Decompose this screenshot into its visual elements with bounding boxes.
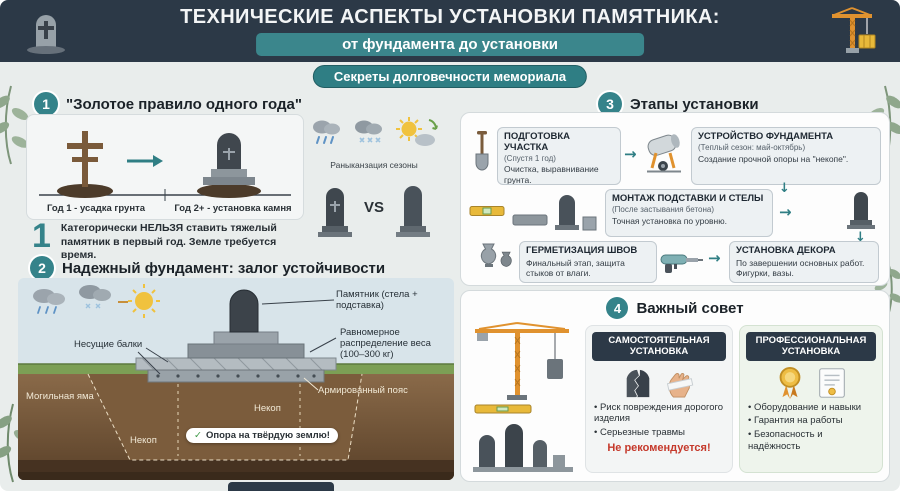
solid-ground-text: Опора на твёрдую землю!	[205, 430, 330, 441]
diy-risk-item: Риск повреждения дорогого изделия	[594, 402, 726, 425]
section1-title: "Золотое правило одного года"	[66, 95, 302, 113]
bearing-beams-label: Несущие балки	[74, 339, 143, 350]
crane-scene-icon	[473, 322, 573, 472]
bottom-stone-decoration	[228, 482, 334, 491]
year1-year2-scene	[39, 131, 291, 201]
broken-stone-icon	[626, 369, 650, 397]
page-subtitle: от фундамента до установки	[256, 33, 644, 56]
installed-monument-icon	[847, 192, 875, 229]
section4-number: 4	[606, 297, 629, 319]
arrow-step3-monument-icon: →	[779, 203, 792, 221]
step2-subtitle: (Теплый сезон: май-октябрь)	[698, 142, 806, 152]
step5-title: УСТАНОВКА ДЕКОРА	[736, 245, 836, 256]
reinforced-belt-label: Армированный пояс	[318, 385, 408, 396]
important-advice-panel: 4 Важный совет САМОСТОЯТЕЛЬНАЯ УСТАНОВКА	[460, 290, 890, 482]
section4-header: 4 Важный совет	[461, 297, 889, 319]
section1-number: 1	[34, 92, 58, 116]
section4-title: Важный совет	[636, 299, 744, 317]
step5-text: По завершении основных работ. Фигурки, в…	[736, 257, 865, 279]
step2-title: УСТРОЙСТВО ФУНДАМЕНТА	[698, 131, 834, 142]
note-number: 1	[32, 217, 51, 255]
step-site-preparation: ПОДГОТОВКА УЧАСТКА (Спустя 1 год) Очистк…	[497, 127, 621, 185]
diy-risk-item: Серьезные травмы	[594, 427, 726, 439]
tagline-badge: Секреты долговечности мемориала	[312, 65, 588, 88]
nekop-bottom-label: Некоп	[130, 435, 157, 446]
weight-distribution-label: Равномерное распределение веса (100–300 …	[340, 327, 431, 360]
section1-note: 1 Категорически НЕЛЬЗЯ ставить тяжелый п…	[32, 217, 304, 263]
pro-benefit-item: Безопасность и надёжность	[748, 429, 876, 452]
installation-steps-flowchart: ПОДГОТОВКА УЧАСТКА (Спустя 1 год) Очистк…	[460, 112, 890, 286]
diy-column: САМОСТОЯТЕЛЬНАЯ УСТАНОВКА Риск поврежден…	[585, 325, 733, 473]
medal-icon	[779, 366, 801, 399]
monument-left-icon	[317, 188, 352, 237]
step3-subtitle: (После застывания бетона)	[612, 204, 715, 214]
crane-icon	[832, 7, 876, 53]
pro-benefit-item: Гарантия на работы	[748, 415, 876, 427]
arrow-step1-step2-icon: →	[624, 145, 637, 163]
monument-vs-comparison: VS	[304, 174, 444, 240]
step3-text: Точная установка по уровню.	[612, 215, 727, 226]
step-mounting: МОНТАЖ ПОДСТАВКИ И СТЕЛЫ (После застыван…	[605, 189, 773, 237]
header: ТЕХНИЧЕСКИЕ АСПЕКТЫ УСТАНОВКИ ПАМЯТНИКА:…	[0, 0, 900, 62]
vs-label: VS	[363, 198, 384, 216]
leaf-decoration-left-top	[0, 85, 28, 165]
year1-label: Год 1 - усадка грунта	[46, 203, 145, 214]
section2-number: 2	[30, 256, 54, 280]
vases-icon	[480, 243, 512, 267]
step2-text: Создание прочной опоры на "некопе".	[698, 153, 849, 164]
nekop-mid-label: Некоп	[254, 403, 281, 414]
spirit-level-icon	[469, 206, 505, 216]
sealant-gun-icon	[660, 254, 703, 273]
note-text: Категорически НЕЛЬЗЯ ставить тяжелый пам…	[60, 222, 277, 262]
pro-benefits-list: Оборудование и навыки Гарантия на работы…	[746, 402, 876, 452]
step1-subtitle: (Спустя 1 год)	[504, 153, 556, 163]
arrow-seal-decor-icon: →	[708, 249, 721, 267]
sun-season-cycle-icon	[396, 117, 438, 146]
foundation-cross-section: Памятник (стела + подставка) Равномерное…	[18, 278, 454, 480]
section1-illustration: Год 1 - усадка грунта Год 2+ - установка…	[26, 114, 304, 220]
section1-header: 1 "Золотое правило одного года"	[34, 92, 302, 116]
step-sealing: ГЕРМЕТИЗАЦИЯ ШВОВ Финальный этап, защита…	[519, 241, 657, 283]
pro-title: ПРОФЕССИОНАЛЬНАЯ УСТАНОВКА	[746, 332, 876, 361]
shovel-icon	[475, 131, 489, 171]
concrete-mixer-icon	[647, 134, 681, 173]
monument-right-icon	[396, 186, 430, 237]
seasons-icons	[306, 116, 442, 148]
certificate-icon	[819, 368, 845, 398]
injured-hand-icon	[666, 372, 694, 398]
pro-icons	[746, 366, 876, 400]
cloud-rain-icon	[313, 120, 340, 144]
seasons-caption: Раныканзация сезоны	[330, 160, 418, 170]
step-decor: УСТАНОВКА ДЕКОРА По завершении основных …	[729, 241, 879, 283]
section2-title: Надежный фундамент: залог устойчивости	[62, 259, 386, 277]
grave-pit-label: Могильная яма	[26, 391, 94, 402]
pro-column: ПРОФЕССИОНАЛЬНАЯ УСТАНОВКА Оборудова	[739, 325, 883, 473]
step4-title: ГЕРМЕТИЗАЦИЯ ШВОВ	[526, 245, 638, 256]
page-title: ТЕХНИЧЕСКИЕ АСПЕКТЫ УСТАНОВКИ ПАМЯТНИКА:	[180, 6, 720, 28]
step4-text: Финальный этап, защита стыков от влаги.	[526, 257, 625, 279]
cloud-snow-icon	[355, 120, 382, 143]
step1-text: Очистка, выравнивание грунта.	[504, 164, 599, 185]
tombstone-icon	[27, 15, 65, 54]
monument-label: Памятник (стела + подставка)	[336, 289, 418, 311]
arrow-monument-decor-icon: ↓	[855, 230, 866, 245]
year2-label: Год 2+ - установка камня	[174, 203, 292, 214]
arrow-step2-step3-icon: ↓	[779, 181, 790, 196]
monument-parts-icon	[512, 195, 597, 231]
pro-benefit-item: Оборудование и навыки	[748, 402, 876, 414]
step-foundation: УСТРОЙСТВО ФУНДАМЕНТА (Теплый сезон: май…	[691, 127, 881, 185]
solid-ground-check: ✓ Опора на твёрдую землю!	[186, 428, 338, 443]
diy-title: САМОСТОЯТЕЛЬНАЯ УСТАНОВКА	[592, 332, 726, 361]
diy-verdict: Не рекомендуется!	[607, 441, 711, 454]
foundation-scene	[18, 278, 454, 480]
check-icon: ✓	[194, 430, 202, 441]
diy-risks-list: Риск повреждения дорогого изделия Серьез…	[592, 402, 726, 439]
step3-title: МОНТАЖ ПОДСТАВКИ И СТЕЛЫ	[612, 193, 764, 204]
step1-title: ПОДГОТОВКА УЧАСТКА	[504, 131, 570, 153]
section2-header: 2 Надежный фундамент: залог устойчивости	[30, 256, 385, 280]
section3-title: Этапы установки	[630, 95, 759, 113]
diy-icons	[592, 366, 726, 400]
